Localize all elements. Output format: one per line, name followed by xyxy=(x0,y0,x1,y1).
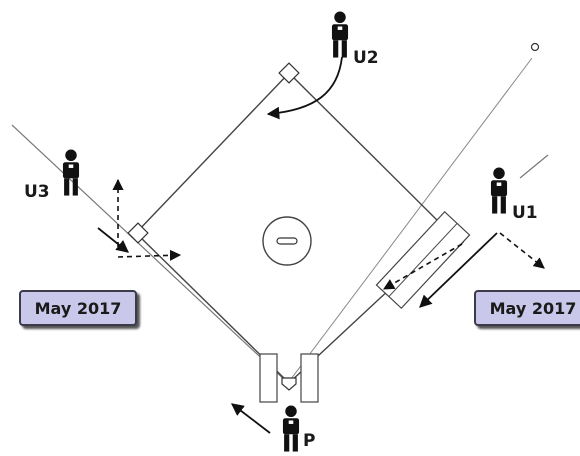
pitchers-rubber xyxy=(276,237,298,245)
running-lane-box xyxy=(375,210,471,310)
umpire-u3-label: U3 xyxy=(24,182,50,202)
right-foul-line xyxy=(287,57,533,384)
third-base-icon xyxy=(127,222,149,244)
umpire-u1-icon xyxy=(490,167,508,214)
u3-solid-arrow xyxy=(97,227,129,253)
u3-dashed-arrow-right xyxy=(117,249,182,261)
runner-solid-arrow xyxy=(419,232,498,308)
umpire-u2-icon xyxy=(331,11,349,58)
umpire-u1-label: U1 xyxy=(512,203,538,223)
runner-dashed-arrow xyxy=(383,243,463,290)
u2-rotation-arrow xyxy=(266,56,343,120)
ball-icon xyxy=(530,42,540,52)
pitchers-mound xyxy=(262,216,312,266)
right-foul-line-extension xyxy=(519,154,549,179)
umpire-plate-label: P xyxy=(303,431,315,451)
left-foul-line xyxy=(11,124,289,384)
date-badge-left: May 2017 xyxy=(19,290,137,326)
plate-umpire-arrow xyxy=(230,403,271,434)
date-badge-right: May 2017 xyxy=(474,290,580,326)
u1-dashed-arrow xyxy=(499,232,545,269)
right-batters-box xyxy=(300,353,319,403)
home-plate-icon xyxy=(281,377,297,391)
infield-diamond xyxy=(135,72,452,384)
umpire-u3-icon xyxy=(62,149,80,196)
left-batters-box xyxy=(259,353,278,403)
umpire-u2-label: U2 xyxy=(353,48,379,68)
second-base-icon xyxy=(278,62,300,84)
umpire-plate-icon xyxy=(282,405,300,452)
